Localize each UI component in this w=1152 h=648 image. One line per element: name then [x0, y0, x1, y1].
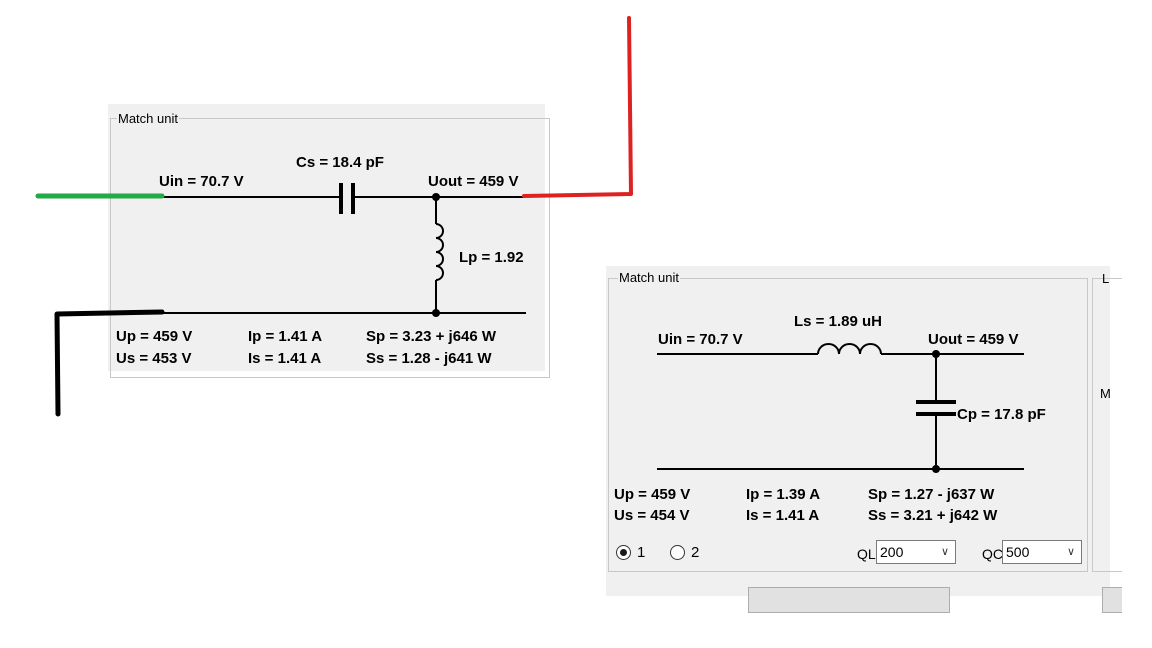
radio-option-1-label[interactable]: 1: [637, 544, 646, 561]
ip-readout: Ip = 1.41 A: [248, 328, 322, 345]
is-readout: Is = 1.41 A: [248, 350, 321, 367]
radio-option-1[interactable]: [616, 545, 631, 560]
ls-label: Ls = 1.89 uH: [794, 313, 882, 330]
uout-label: Uout = 459 V: [428, 173, 518, 190]
match-unit-group-title: Match unit: [117, 111, 179, 126]
ip-readout: Ip = 1.39 A: [746, 486, 820, 503]
uin-label: Uin = 70.7 V: [159, 173, 244, 190]
radio-option-2[interactable]: [670, 545, 685, 560]
match-unit-panel-left: Match unit Uin = 70.7 V Cs = 18.4 pF Uou…: [108, 104, 550, 378]
adjacent-field-label: M: [1100, 386, 1111, 401]
radio-option-2-label[interactable]: 2: [691, 544, 700, 561]
up-readout: Up = 459 V: [116, 328, 192, 345]
action-button[interactable]: [748, 587, 950, 613]
sp-readout: Sp = 3.23 + j646 W: [366, 328, 497, 345]
junction-node-bottom: [432, 309, 440, 317]
circuit-schematic-right: Uin = 70.7 V Ls = 1.89 uH Uout = 459 V C…: [614, 313, 1046, 524]
cp-label: Cp = 17.8 pF: [957, 406, 1046, 423]
is-readout: Is = 1.41 A: [746, 507, 819, 524]
us-readout: Us = 453 V: [116, 350, 191, 367]
adjacent-group-label: L: [1102, 271, 1110, 286]
ss-readout: Ss = 3.21 + j642 W: [868, 507, 998, 524]
uout-label: Uout = 459 V: [928, 331, 1018, 348]
ql-dropdown-value: 200: [880, 544, 904, 560]
chevron-down-icon: ∨: [940, 546, 949, 558]
inductor-coil: [435, 223, 444, 281]
match-unit-group-frame: [110, 118, 550, 378]
up-readout: Up = 459 V: [614, 486, 690, 503]
uin-label: Uin = 70.7 V: [658, 331, 743, 348]
adjacent-button[interactable]: [1102, 587, 1122, 613]
circuit-schematic-left: Uin = 70.7 V Cs = 18.4 pF Uout = 459 V L…: [116, 154, 526, 367]
chevron-down-icon: ∨: [1066, 546, 1075, 558]
us-readout: Us = 454 V: [614, 507, 689, 524]
ql-dropdown[interactable]: 200 ∨: [876, 540, 956, 564]
qc-dropdown-value: 500: [1006, 544, 1030, 560]
sp-readout: Sp = 1.27 - j637 W: [868, 486, 995, 503]
match-unit-panel-right: Match unit L M Uin = 70.7 V Ls = 1.89 uH…: [606, 266, 1122, 613]
adjacent-group-frame: [1092, 278, 1122, 572]
qc-label: QC: [982, 546, 1003, 562]
junction-node-bottom: [932, 465, 940, 473]
lp-label: Lp = 1.92: [459, 249, 524, 266]
ql-label: QL: [857, 546, 876, 562]
inductor-coil: [817, 343, 882, 355]
match-unit-group-title: Match unit: [618, 270, 680, 285]
ss-readout: Ss = 1.28 - j641 W: [366, 350, 492, 367]
cs-label: Cs = 18.4 pF: [296, 154, 384, 171]
match-unit-group-frame: [608, 278, 1088, 572]
qc-dropdown[interactable]: 500 ∨: [1002, 540, 1082, 564]
